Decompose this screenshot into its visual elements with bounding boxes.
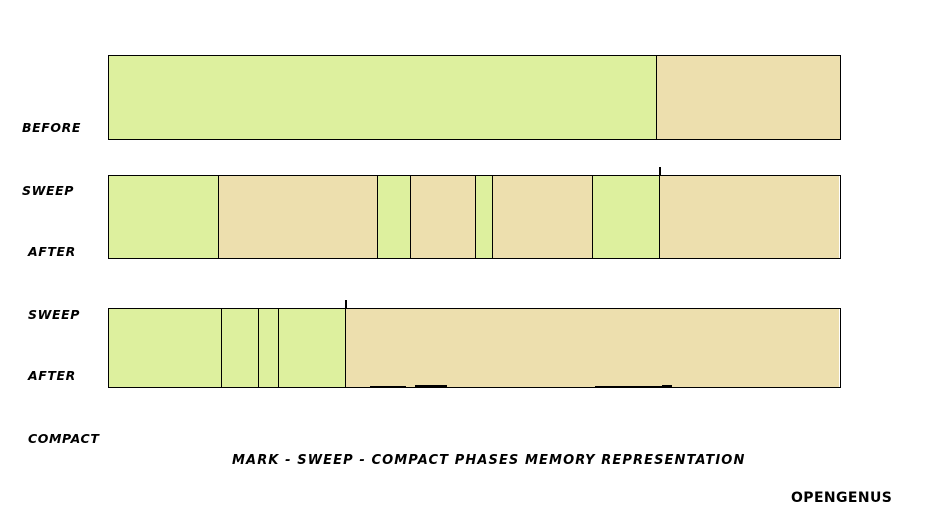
memory-bar-after-compact [108,308,841,388]
edge-irregularity [595,386,669,389]
memory-segment-used [411,176,476,258]
memory-segment-used [346,309,839,387]
memory-segment-free [259,309,279,387]
divider-tick-mark [659,167,661,176]
memory-bar-before-sweep [108,55,841,140]
row-label-line-1: AFTER [28,368,76,383]
row-label-line-2: SWEEP [22,183,75,198]
figure-caption: MARK - SWEEP - COMPACT PHASES MEMORY REP… [232,453,746,468]
edge-irregularity [415,385,447,388]
row-label-line-1: AFTER [28,244,76,259]
row-label-line-2: SWEEP [28,307,81,322]
memory-bar-after-sweep [108,175,841,259]
memory-segment-used [493,176,593,258]
memory-segment-used [660,176,839,258]
memory-segment-free [109,309,222,387]
row-label-line-1: BEFORE [22,120,81,135]
row-label-before-sweep: BEFORE SWEEP [22,75,81,222]
row-label-line-2: COMPACT [28,431,100,446]
memory-segment-used [219,176,378,258]
memory-segment-free [109,176,219,258]
memory-segment-free [378,176,411,258]
memory-segment-free [109,56,657,139]
row-label-after-compact: AFTER COMPACT [28,323,99,470]
row-label-after-sweep: AFTER SWEEP [28,199,80,346]
edge-irregularity [662,385,672,388]
watermark-opengenus: OPENGENUS [791,490,893,506]
memory-segment-free [279,309,346,387]
memory-segment-free [476,176,493,258]
memory-segment-used [657,56,840,139]
divider-tick-mark [345,300,347,309]
memory-segment-free [222,309,259,387]
edge-irregularity [370,386,406,389]
memory-segment-free [593,176,660,258]
